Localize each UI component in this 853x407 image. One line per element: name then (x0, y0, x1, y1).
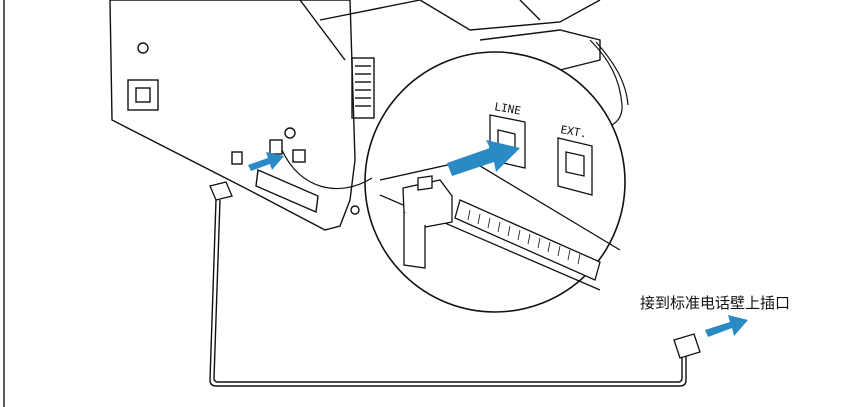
cord-plug-left-icon (209, 181, 233, 201)
zoom-insert-arrow (447, 140, 520, 176)
ext-jack-icon (557, 137, 593, 196)
handset-cord (589, 39, 629, 129)
device-insert-arrow (248, 152, 284, 171)
fax-machine-illustration (109, 0, 601, 231)
telephone-cord (209, 199, 687, 387)
zoom-detail (379, 114, 621, 291)
ext-port-label: EXT. (559, 123, 587, 140)
wall-insert-arrow (705, 315, 748, 337)
zoom-leader (281, 149, 373, 190)
wall-jack-caption: 接到标准电话壁上插口 (640, 294, 791, 312)
insert-arrows (248, 140, 748, 337)
line-port-label: LINE (493, 100, 521, 117)
cord-plug-right-icon (673, 333, 701, 359)
